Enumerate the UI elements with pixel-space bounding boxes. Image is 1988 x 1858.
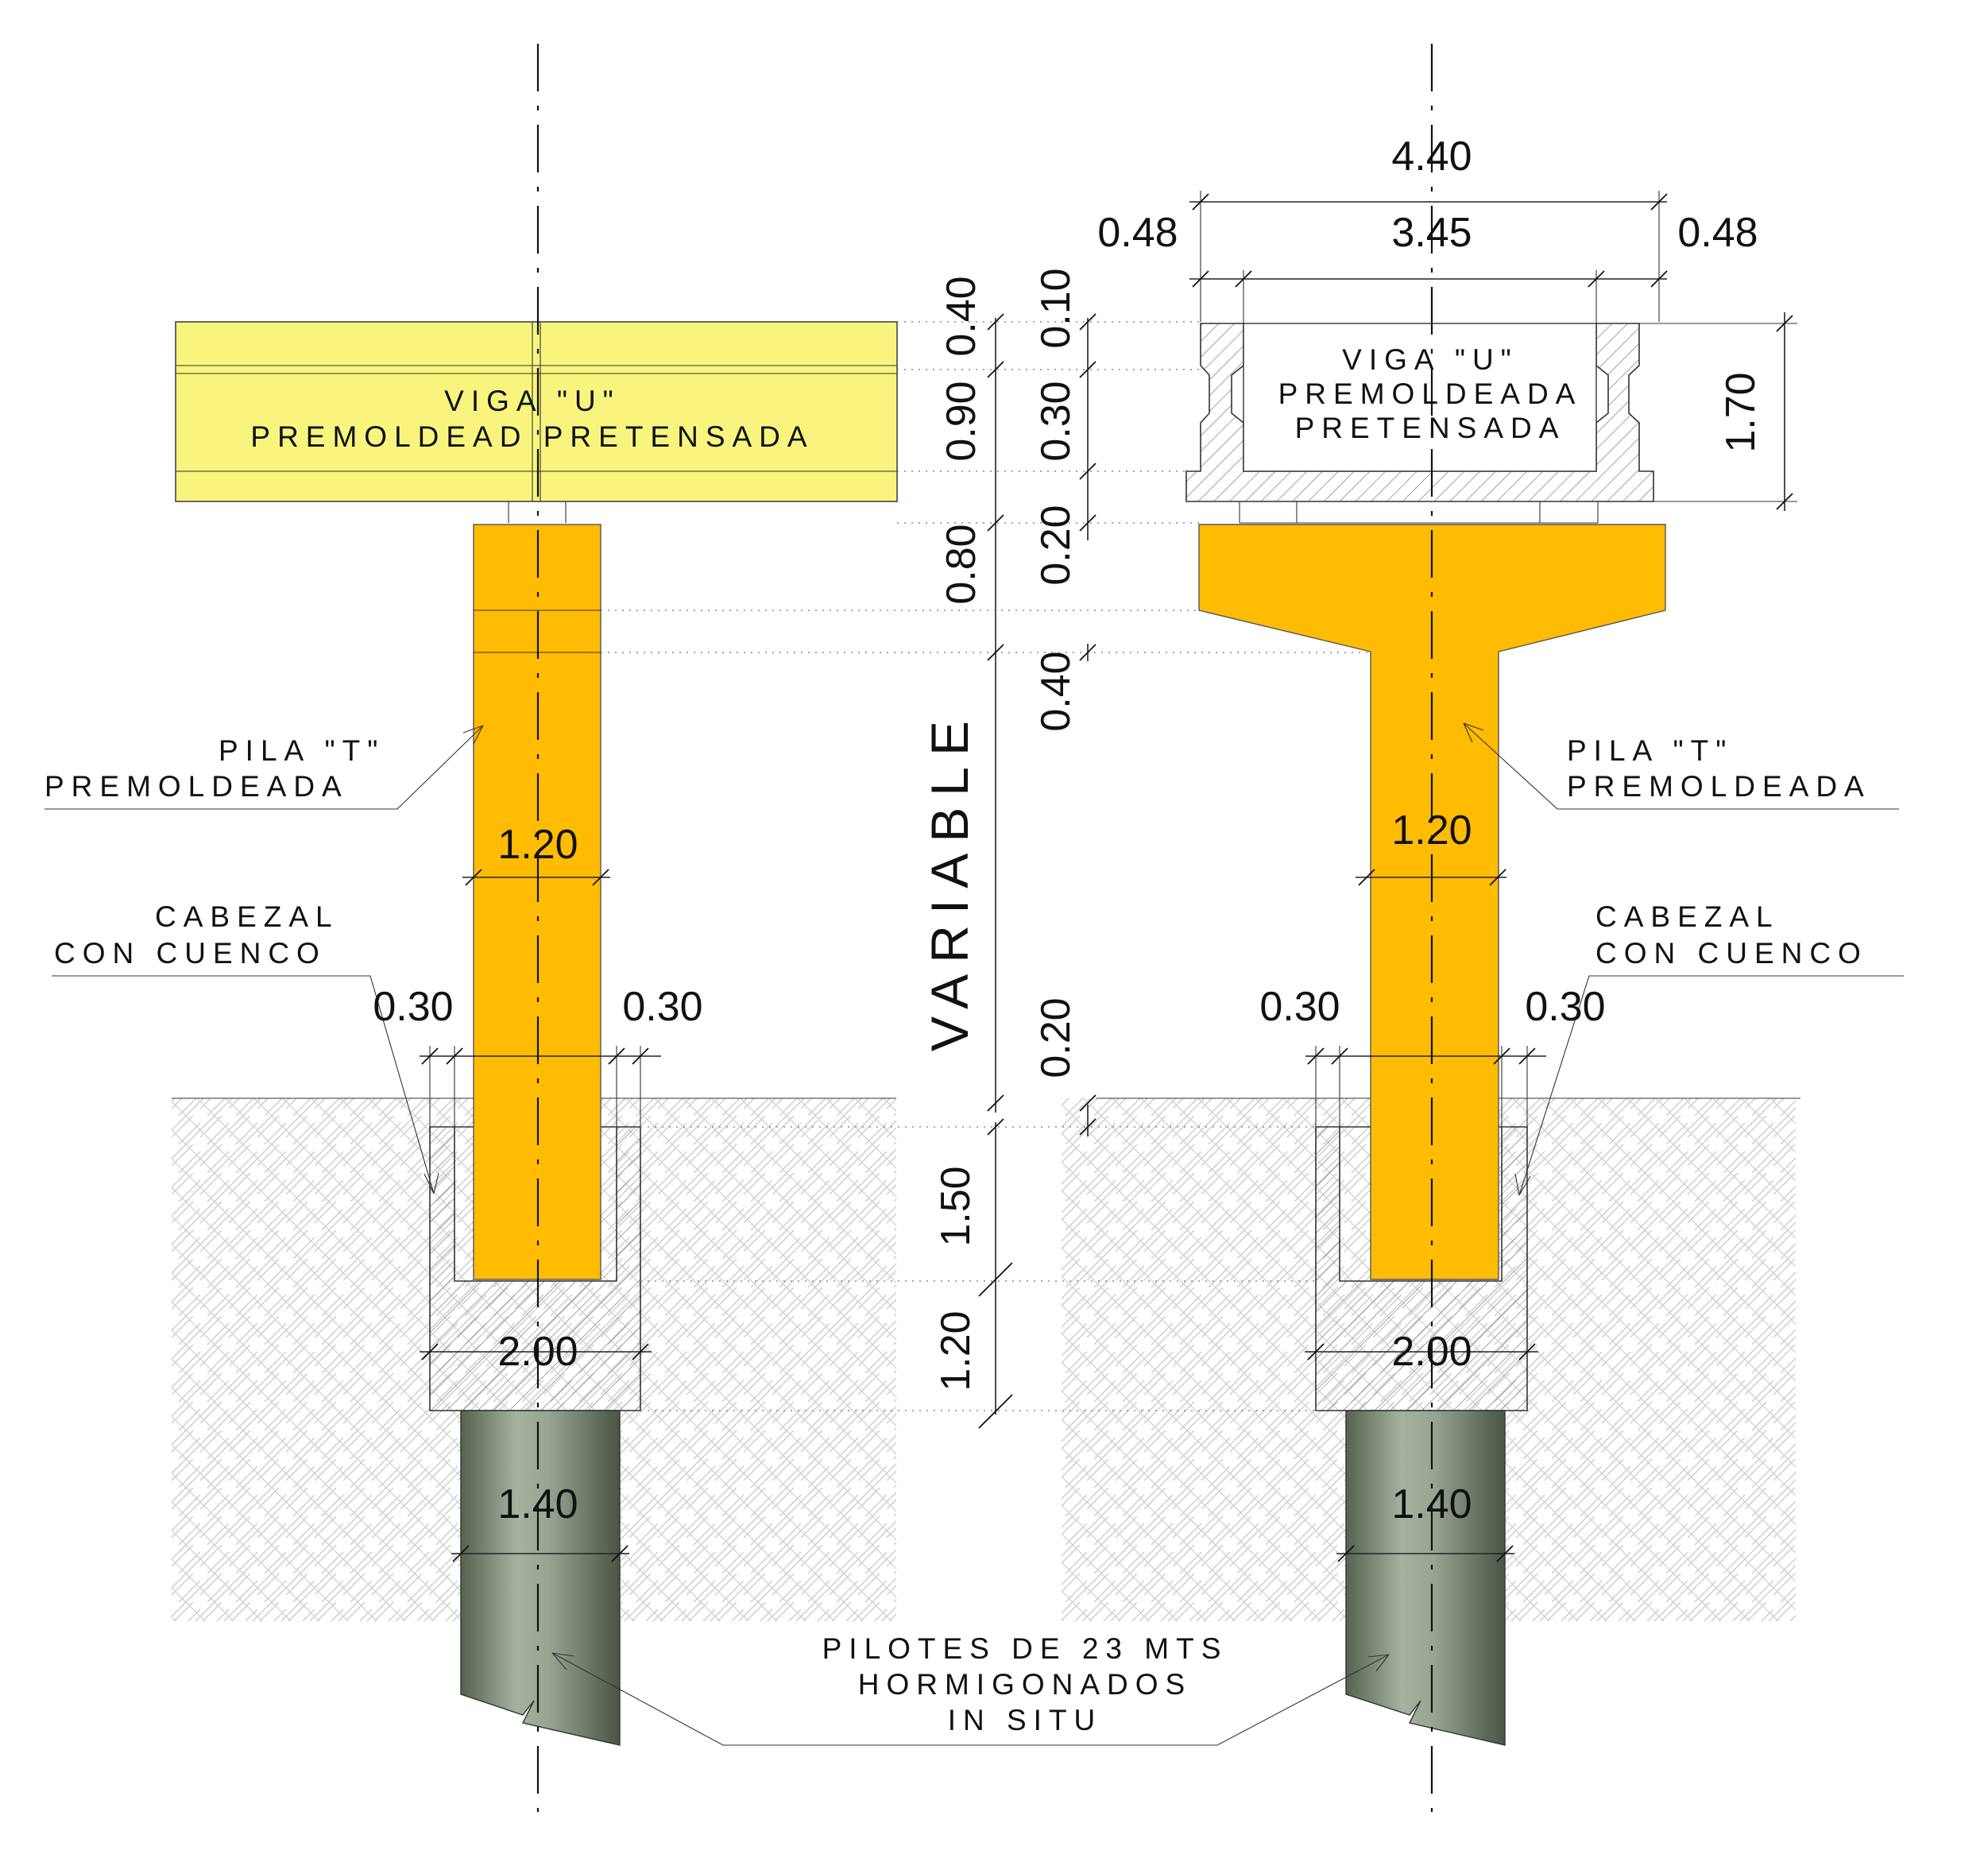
dim-gaps-left: 0.30 0.30 bbox=[373, 984, 703, 1127]
svg-text:1.70: 1.70 bbox=[1718, 372, 1764, 452]
cap-label-right: CABEZAL CON CUENCO bbox=[1514, 900, 1904, 1196]
u-beam-cross-section: VIGA "U" PREMOLDEADA PRETENSADA bbox=[1185, 323, 1654, 502]
svg-text:PILA "T": PILA "T" bbox=[1567, 734, 1733, 767]
svg-text:0.40: 0.40 bbox=[938, 276, 984, 356]
svg-text:0.80: 0.80 bbox=[938, 524, 984, 604]
svg-text:1.40: 1.40 bbox=[1391, 1481, 1472, 1527]
svg-text:1.50: 1.50 bbox=[933, 1166, 979, 1246]
svg-text:0.30: 0.30 bbox=[1525, 984, 1605, 1030]
pier-label-right: PILA "T" PREMOLDEADA bbox=[1463, 722, 1899, 810]
dim-gaps-right: 0.30 0.30 bbox=[1259, 984, 1606, 1127]
svg-text:1.40: 1.40 bbox=[497, 1481, 578, 1527]
dim-flanges-right: 0.48 3.45 0.48 bbox=[1097, 210, 1758, 323]
svg-text:0.48: 0.48 bbox=[1677, 210, 1758, 256]
svg-text:IN SITU: IN SITU bbox=[948, 1704, 1103, 1736]
beam-section-label-1: VIGA "U" bbox=[1342, 343, 1518, 376]
dim-total-width-right: 4.40 bbox=[1189, 134, 1668, 322]
svg-text:3.45: 3.45 bbox=[1391, 210, 1472, 256]
svg-text:0.20: 0.20 bbox=[1033, 505, 1079, 585]
beam-label-line2: PREMOLDEAD PRETENSADA bbox=[250, 420, 814, 453]
pile-right bbox=[1345, 1410, 1506, 1746]
dim-beam-height-right: 1.70 bbox=[1639, 312, 1797, 511]
svg-text:4.40: 4.40 bbox=[1391, 134, 1472, 180]
dim-pier-width-left: 1.20 bbox=[462, 822, 610, 886]
svg-text:0.40: 0.40 bbox=[1033, 651, 1079, 731]
vertical-dimension-chain-inner: 0.10 0.30 0.20 0.40 0.20 bbox=[1033, 268, 1096, 1136]
svg-text:1.20: 1.20 bbox=[1391, 807, 1472, 854]
svg-text:0.30: 0.30 bbox=[373, 984, 453, 1030]
svg-text:PREMOLDEADA: PREMOLDEADA bbox=[44, 770, 349, 803]
svg-text:CON CUENCO: CON CUENCO bbox=[1595, 937, 1868, 970]
svg-text:PREMOLDEADA: PREMOLDEADA bbox=[1567, 770, 1871, 803]
svg-text:2.00: 2.00 bbox=[1391, 1329, 1472, 1375]
svg-text:HORMIGONADOS: HORMIGONADOS bbox=[858, 1668, 1192, 1701]
variable-label: VARIABLE bbox=[920, 710, 979, 1051]
beam-section-label-2: PREMOLDEADA bbox=[1278, 377, 1583, 410]
u-beam-side-view: VIGA "U" PREMOLDEAD PRETENSADA bbox=[175, 321, 898, 502]
cap-label-left: CABEZAL CON CUENCO bbox=[52, 900, 439, 1194]
svg-text:CON CUENCO: CON CUENCO bbox=[54, 937, 327, 970]
dim-pile-diameter-left: 1.40 bbox=[451, 1481, 629, 1562]
left-view: VIGA "U" PREMOLDEAD PRETENSADA PILA "T" … bbox=[44, 44, 898, 1812]
svg-text:CABEZAL: CABEZAL bbox=[1595, 900, 1780, 933]
svg-text:PILOTES DE 23 MTS: PILOTES DE 23 MTS bbox=[822, 1632, 1228, 1665]
pile-left bbox=[460, 1410, 621, 1746]
right-view: VIGA "U" PREMOLDEADA PRETENSADA bbox=[1097, 44, 1904, 1812]
svg-text:2.00: 2.00 bbox=[497, 1329, 578, 1375]
svg-text:CABEZAL: CABEZAL bbox=[155, 900, 339, 933]
svg-text:0.30: 0.30 bbox=[622, 984, 702, 1030]
svg-text:0.90: 0.90 bbox=[938, 381, 984, 461]
pier-label-left: PILA "T" PREMOLDEADA bbox=[44, 725, 484, 810]
beam-label-line1: VIGA "U" bbox=[444, 385, 621, 417]
svg-text:0.48: 0.48 bbox=[1097, 210, 1178, 256]
beam-section-label-3: PRETENSADA bbox=[1295, 412, 1566, 444]
piles-label: PILOTES DE 23 MTS HORMIGONADOS IN SITU bbox=[551, 1632, 1390, 1746]
dim-cap-width-right: 2.00 bbox=[1305, 1329, 1538, 1375]
svg-text:0.20: 0.20 bbox=[1033, 997, 1079, 1078]
svg-text:PILA "T": PILA "T" bbox=[219, 734, 385, 767]
svg-text:1.20: 1.20 bbox=[497, 822, 578, 868]
svg-text:0.30: 0.30 bbox=[1259, 984, 1340, 1030]
svg-text:1.20: 1.20 bbox=[933, 1310, 979, 1391]
dim-pile-diameter-right: 1.40 bbox=[1336, 1481, 1514, 1562]
svg-text:0.30: 0.30 bbox=[1033, 381, 1079, 461]
dim-pier-width-right: 1.20 bbox=[1356, 807, 1506, 886]
svg-text:0.10: 0.10 bbox=[1033, 268, 1079, 348]
dim-cap-width-left: 2.00 bbox=[420, 1329, 652, 1375]
vertical-dimension-chain-outer: 0.40 0.90 0.80 VARIABLE 1.50 1.20 bbox=[601, 276, 1371, 1429]
